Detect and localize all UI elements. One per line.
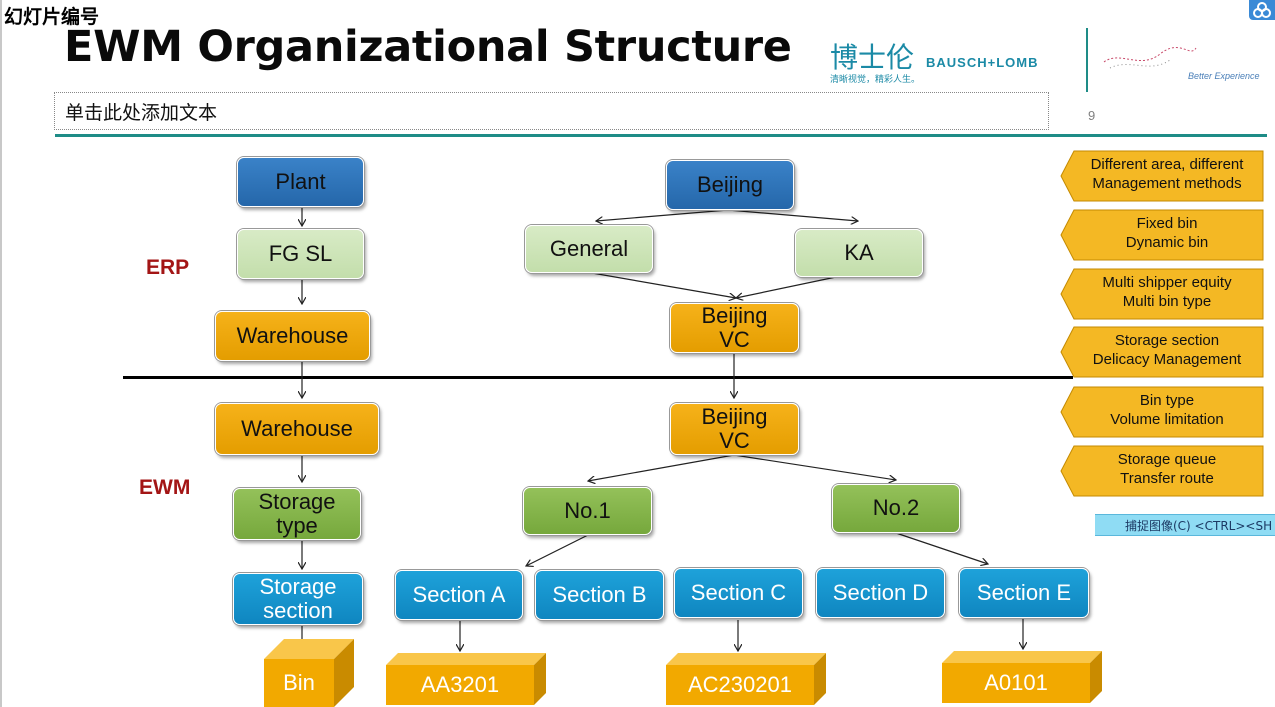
feature-tag-text: Fixed bin Dynamic bin bbox=[1125, 215, 1209, 251]
section-e-node-label: Section E bbox=[976, 579, 1072, 605]
beijing-vc-erp-node-label: Beijing VC bbox=[701, 302, 768, 352]
bin-cube-label: Bin bbox=[264, 659, 334, 707]
section-d-node[interactable]: Section D bbox=[816, 568, 945, 618]
section-c-node[interactable]: Section C bbox=[674, 568, 803, 618]
bin-aa3201-label: AA3201 bbox=[386, 665, 534, 705]
feature-tag-text: Bin type Volume limitation bbox=[1110, 392, 1224, 428]
slide-number-label: 幻灯片编号 bbox=[4, 6, 100, 28]
feature-tag-shape bbox=[1060, 268, 1264, 320]
plant-node[interactable]: Plant bbox=[237, 157, 364, 207]
beijing-vc-ewm-node-label: Beijing VC bbox=[701, 403, 768, 453]
storage-type-node[interactable]: Storage type bbox=[233, 488, 361, 540]
feature-tag-storage-section[interactable]: Storage section Delicacy Management bbox=[1060, 326, 1264, 378]
section-b-node-label: Section B bbox=[552, 581, 647, 607]
logo-tagline: 清晰视觉，精彩人生。 bbox=[830, 75, 921, 85]
erp-warehouse-node[interactable]: Warehouse bbox=[215, 311, 370, 361]
beijing-node-label: Beijing bbox=[696, 171, 764, 197]
erp-zone-label: ERP bbox=[146, 256, 190, 279]
secondary-logo-mark bbox=[1103, 47, 1197, 69]
general-node-label: General bbox=[549, 235, 629, 261]
feature-tag-text: Storage queue Transfer route bbox=[1117, 451, 1217, 487]
fg-sl-node-label: FG SL bbox=[268, 240, 333, 266]
bausch-lomb-cn-logo: 博士伦 bbox=[830, 41, 915, 74]
fg-sl-node[interactable]: FG SL bbox=[237, 229, 364, 279]
section-d-node-label: Section D bbox=[832, 579, 929, 605]
feature-tag-bin-kind[interactable]: Fixed bin Dynamic bin bbox=[1060, 209, 1264, 261]
page-number: 9 bbox=[1088, 108, 1096, 123]
feature-tag-shape bbox=[1060, 150, 1264, 202]
slide-border bbox=[0, 0, 2, 707]
bin-cube[interactable]: Bin bbox=[264, 639, 354, 707]
storage-section-node-label: Storage section bbox=[259, 573, 337, 623]
section-a-node[interactable]: Section A bbox=[395, 570, 523, 620]
beijing-vc-ewm-node[interactable]: Beijing VC bbox=[670, 403, 799, 455]
section-c-node-label: Section C bbox=[690, 579, 787, 605]
erp-ewm-separator bbox=[123, 376, 1073, 379]
bausch-lomb-brand-logo: BAUSCH+LOMB bbox=[926, 55, 1039, 70]
storage-section-node[interactable]: Storage section bbox=[233, 573, 363, 625]
bin-ac230201-cube-shape bbox=[666, 653, 826, 705]
bin-aa3201-cube[interactable]: AA3201 bbox=[386, 653, 546, 705]
bin-a0101-cube-shape bbox=[942, 651, 1102, 703]
bin-cube-shape bbox=[264, 639, 354, 707]
section-e-node[interactable]: Section E bbox=[959, 568, 1089, 618]
no2-node[interactable]: No.2 bbox=[832, 484, 960, 533]
ewm-warehouse-node[interactable]: Warehouse bbox=[215, 403, 379, 455]
feature-tag-shape bbox=[1060, 445, 1264, 497]
section-b-node[interactable]: Section B bbox=[535, 570, 664, 620]
bin-ac230201-label: AC230201 bbox=[666, 665, 814, 705]
header-rule bbox=[55, 134, 1267, 137]
beijing-node[interactable]: Beijing bbox=[666, 160, 794, 210]
secondary-logo-tagline: Better Experience bbox=[1188, 71, 1260, 81]
slide-title: EWM Organizational Structure bbox=[64, 22, 792, 72]
storage-type-node-label: Storage type bbox=[258, 488, 336, 538]
feature-tag-multi-shipper[interactable]: Multi shipper equity Multi bin type bbox=[1060, 268, 1264, 320]
ewm-warehouse-node-label: Warehouse bbox=[241, 415, 353, 441]
general-node[interactable]: General bbox=[525, 225, 653, 273]
bin-a0101-label: A0101 bbox=[942, 663, 1090, 703]
feature-tag-area-management[interactable]: Different area, different Management met… bbox=[1060, 150, 1264, 202]
beijing-vc-erp-node[interactable]: Beijing VC bbox=[670, 303, 799, 353]
feature-tag-shape bbox=[1060, 326, 1264, 378]
no1-node[interactable]: No.1 bbox=[523, 487, 652, 535]
feature-tag-storage-queue[interactable]: Storage queue Transfer route bbox=[1060, 445, 1264, 497]
ewm-zone-label: EWM bbox=[139, 476, 191, 499]
bin-a0101-cube[interactable]: A0101 bbox=[942, 651, 1102, 703]
feature-tag-text: Multi shipper equity Multi bin type bbox=[1102, 274, 1232, 310]
logo-divider bbox=[1086, 28, 1088, 92]
ka-node[interactable]: KA bbox=[795, 229, 923, 277]
feature-tag-text: Different area, different Management met… bbox=[1090, 156, 1244, 192]
erp-warehouse-node-label: Warehouse bbox=[236, 322, 349, 348]
capture-image-tooltip-bar[interactable]: 捕捉图像(C) <CTRL><SH bbox=[1095, 514, 1275, 536]
feature-tag-text: Storage section Delicacy Management bbox=[1092, 332, 1242, 368]
feature-tag-bin-type[interactable]: Bin type Volume limitation bbox=[1060, 386, 1264, 438]
section-a-node-label: Section A bbox=[412, 581, 506, 607]
feature-tag-shape bbox=[1060, 386, 1264, 438]
cloud-share-icon[interactable] bbox=[1249, 0, 1275, 20]
ka-node-label: KA bbox=[844, 239, 874, 265]
plant-node-label: Plant bbox=[275, 168, 326, 194]
no2-node-label: No.2 bbox=[872, 495, 920, 521]
no1-node-label: No.1 bbox=[564, 497, 611, 523]
bin-ac230201-cube[interactable]: AC230201 bbox=[666, 653, 826, 705]
subtitle-placeholder-text: 单击此处添加文本 bbox=[65, 102, 218, 124]
subtitle-placeholder[interactable]: 单击此处添加文本 bbox=[54, 92, 1049, 130]
capture-image-text: 捕捉图像(C) <CTRL><SH bbox=[1125, 519, 1273, 533]
bin-aa3201-cube-shape bbox=[386, 653, 546, 705]
feature-tag-shape bbox=[1060, 209, 1264, 261]
